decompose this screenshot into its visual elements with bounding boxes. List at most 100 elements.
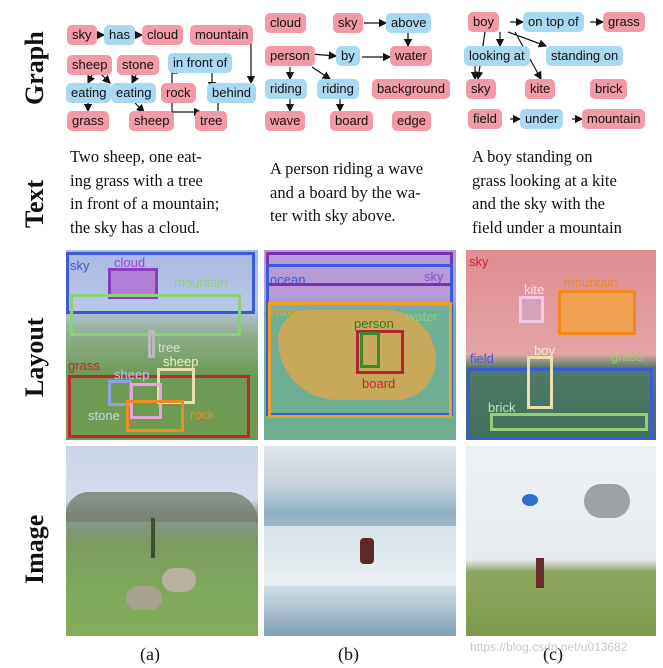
graph-a-node-has: has [104, 25, 135, 45]
graph-b-node-above: above [386, 13, 432, 33]
graph-a-node-eating-1: eating [66, 83, 112, 103]
text-caption-a-line: Two sheep, one eat- [70, 147, 202, 166]
text-caption-c-line: A boy standing on [472, 147, 593, 166]
layout-c-box-boy [527, 356, 553, 409]
subcaption-a: (a) [140, 644, 160, 664]
layout-b-box-board [356, 330, 404, 374]
layout-b-box-person [360, 332, 380, 368]
graph-c-node-grass: grass [603, 12, 645, 32]
layout-c-label-sky: sky [469, 254, 489, 269]
graph-b-node-board: board [330, 111, 374, 131]
subcaption-b: (b) [338, 644, 359, 664]
graph-c-node-under: under [520, 109, 564, 129]
text-caption-b-line: ter with sky above. [270, 206, 396, 225]
layout-a-label-sheep-2: sheep [114, 367, 150, 382]
image-c-cloud [584, 484, 630, 518]
image-b-person [360, 538, 374, 564]
layout-c-box-mountain [558, 290, 636, 335]
layout-a-label-stone: stone [88, 408, 120, 423]
image-a-tree [151, 518, 155, 558]
image-a-mountain [66, 492, 258, 522]
graph-a-node-rock: rock [161, 83, 196, 103]
row-label-graph: Graph [20, 31, 49, 105]
graph-b-node-water: water [390, 46, 432, 66]
graph-c-node-mountain: mountain [582, 109, 646, 129]
layout-c-label-boy: boy [534, 343, 555, 358]
graph-a-node-behind: behind [207, 83, 257, 103]
generated-image-b [264, 446, 456, 636]
graph-b-node-by: by [336, 46, 360, 66]
text-caption-c-line: grass looking at a kite [472, 170, 617, 190]
row-label-image: Image [20, 514, 49, 584]
layout-a-label-mountain: mountain [174, 275, 228, 290]
layout-b-label-ocean: ocean [270, 272, 306, 287]
text-caption-a-line: ing grass with a tree [70, 170, 203, 190]
row-label-text: Text [20, 179, 49, 228]
layout-a-label-sheep-1: sheep [163, 354, 199, 369]
graph-a-node-mountain: mountain [190, 25, 254, 45]
layout-c-box-kite [519, 296, 544, 323]
layout-panel-c: sky kite mountain field grass boy brick [466, 250, 656, 440]
text-caption-b-line: A person riding a wave [270, 159, 424, 178]
layout-b-box-wave [268, 302, 452, 418]
graph-b-node-wave: wave [265, 111, 306, 131]
graph-c-node-on-top-of: on top of [523, 12, 584, 32]
layout-c-label-field: field [470, 351, 494, 366]
graph-b-node-riding-2: riding [317, 79, 359, 99]
layout-a-box-sky [66, 252, 255, 314]
text-caption-b-line: and a board by the wa- [270, 182, 421, 202]
layout-a-label-grass: grass [68, 358, 100, 373]
image-a-sheep-1 [162, 568, 196, 592]
generated-image-a [66, 446, 258, 636]
layout-a-label-sky: sky [70, 258, 90, 273]
text-caption-a-line: in front of a mountain; [70, 194, 220, 213]
layout-a-box-tree [148, 330, 155, 358]
layout-c-box-field [467, 368, 653, 440]
graph-c-node-field: field [468, 109, 502, 129]
text-caption-b: A person riding a wave and a board by th… [270, 157, 450, 228]
subcaption-c: (c) [543, 644, 563, 664]
graph-a-node-sky: sky [67, 25, 97, 45]
graph-c-node-standing-on: standing on [546, 46, 624, 66]
layout-panel-b: sky ocean wave water board person [264, 250, 456, 440]
layout-a-label-tree: tree [158, 340, 181, 355]
layout-a-box-mountain [70, 294, 241, 336]
layout-b-label-wave: wave [270, 304, 301, 319]
graph-a-node-stone: stone [117, 55, 159, 75]
graph-c-node-boy: boy [468, 12, 499, 32]
text-caption-c: A boy standing on grass looking at a kit… [472, 145, 650, 239]
graph-b-node-sky: sky [333, 13, 363, 33]
graph-c-node-looking-at: looking at [464, 46, 530, 66]
image-c-kite [522, 494, 538, 506]
graph-a-node-eating-2: eating [111, 83, 157, 103]
image-c-boy [536, 558, 544, 588]
graph-a-node-sheep-2: sheep [129, 111, 175, 131]
text-caption-a: Two sheep, one eat- ing grass with a tre… [70, 145, 254, 239]
layout-c-label-kite: kite [524, 282, 545, 297]
row-label-layout: Layout [20, 317, 49, 397]
layout-b-label-person: person [354, 316, 394, 331]
layout-a-box-rock [126, 400, 184, 432]
graph-a-node-tree: tree [195, 111, 228, 131]
layout-b-label-water: water [406, 309, 438, 324]
graph-a-node-grass: grass [67, 111, 109, 131]
text-caption-a-line: the sky has a cloud. [70, 217, 200, 237]
graph-b-node-edge: edge [392, 111, 431, 131]
graph-a-node-cloud: cloud [142, 25, 184, 45]
layout-c-label-grass: grass [611, 349, 643, 364]
graph-c-node-kite: kite [525, 79, 556, 99]
graph-a-node-in-front-of: in front of [168, 53, 233, 73]
graph-b-node-riding-1: riding [265, 79, 307, 99]
layout-a-label-cloud: cloud [114, 255, 146, 270]
generated-image-c [466, 446, 656, 636]
graph-a-node-sheep: sheep [67, 55, 113, 75]
layout-b-label-sky: sky [424, 269, 444, 284]
graph-c-node-brick: brick [590, 79, 628, 99]
text-caption-c-line: field under a mountain [472, 217, 622, 237]
layout-panel-a: sky cloud mountain tree grass sheep shee… [66, 250, 258, 440]
layout-c-label-brick: brick [488, 400, 516, 415]
graph-c-node-sky: sky [466, 79, 496, 99]
image-a-sheep-2 [126, 586, 162, 610]
layout-c-label-mountain: mountain [564, 275, 618, 290]
text-caption-c-line: and the sky with the [472, 194, 605, 213]
